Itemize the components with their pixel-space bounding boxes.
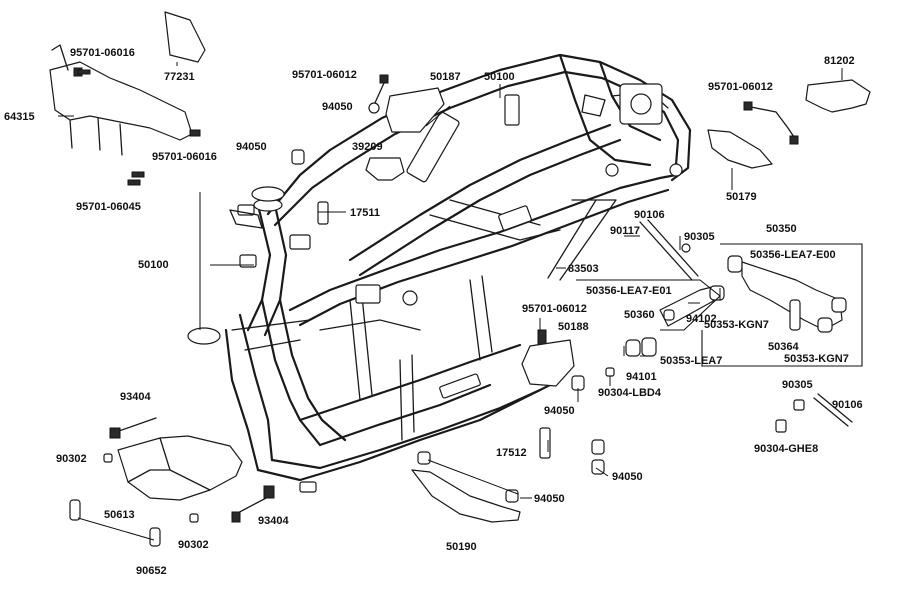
part-label-50353-lea7: 50353-LEA7 [660,355,722,367]
part-label-94050-d: 94050 [612,471,643,483]
part-label-95701-06012-c: 95701-06012 [522,303,587,315]
part-label-50350: 50350 [766,223,797,235]
part-label-50190: 50190 [446,541,477,553]
part-label-50187: 50187 [430,71,461,83]
part-label-90304-lbd4: 90304-LBD4 [598,387,662,399]
part-label-50100-b: 50100 [138,259,169,271]
main-frame-drawing [224,53,692,493]
part-label-50100-a: 50100 [484,71,515,83]
part-label-94050-e: 94050 [534,493,565,505]
part-label-90305-a: 90305 [684,231,715,243]
part-label-50613: 50613 [104,509,135,521]
part-label-94050-b: 94050 [322,101,353,113]
part-label-17512: 17512 [496,447,527,459]
part-label-94102: 94102 [686,313,717,325]
part-label-50356-lea7-e01: 50356-LEA7-E01 [586,285,672,297]
part-label-90302-b: 90302 [178,539,209,551]
part-label-93404-b: 93404 [258,515,289,527]
leader-lines [58,62,843,499]
part-label-50353-kgn7-a: 50353-KGN7 [704,319,769,331]
part-label-94050-c: 94050 [544,405,575,417]
part-label-50179: 50179 [726,191,757,203]
part-label-50360: 50360 [624,309,655,321]
part-label-90106-b: 90106 [832,399,863,411]
part-label-81202: 81202 [824,55,855,67]
part-label-50188: 50188 [558,321,589,333]
part-label-95701-06016-b: 95701-06016 [152,151,217,163]
part-label-95701-06016-a: 95701-06016 [70,47,135,59]
part-label-50364: 50364 [768,341,799,353]
part-label-77231: 77231 [164,71,195,83]
part-label-90302-a: 90302 [56,453,87,465]
part-label-95701-06012-b: 95701-06012 [708,81,773,93]
part-label-90117: 90117 [610,225,640,237]
part-label-50356-lea7-e00: 50356-LEA7-E00 [750,249,836,261]
part-label-90304-ghe8: 90304-GHE8 [754,443,818,455]
part-label-64315: 64315 [4,111,35,123]
part-label-93404-a: 93404 [120,391,151,403]
part-label-83503: 83503 [568,263,599,275]
part-label-50353-kgn7-b: 50353-KGN7 [784,353,849,365]
part-label-94050-a: 94050 [236,141,267,153]
part-label-39209: 39209 [352,141,383,153]
part-label-95701-06012-a: 95701-06012 [292,69,357,81]
part-label-90106-a: 90106 [634,209,665,221]
part-label-94101: 94101 [626,371,657,383]
part-drawings [49,11,871,547]
part-labels: 77231 95701-06016 64315 95701-06016 9405… [4,47,863,577]
part-label-90652: 90652 [136,565,167,577]
part-label-90305-b: 90305 [782,379,813,391]
part-label-17511: 17511 [350,207,380,219]
part-label-95701-06045: 95701-06045 [76,201,141,213]
